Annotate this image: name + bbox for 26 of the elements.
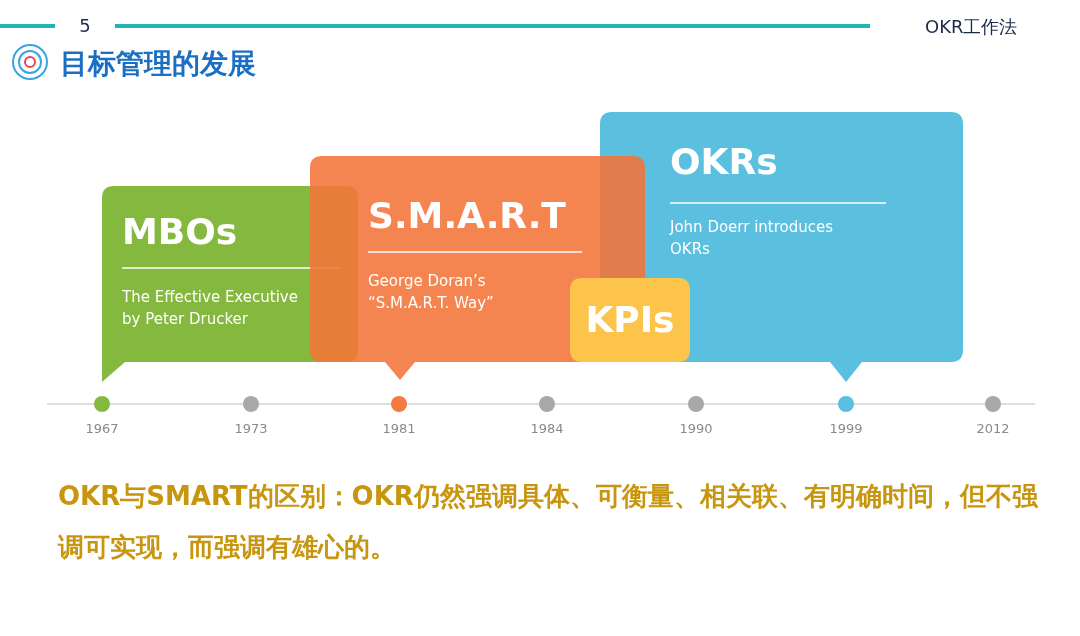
timeline-dot	[688, 396, 704, 412]
timeline-dot	[985, 396, 1001, 412]
speech-bubble	[570, 278, 690, 362]
heading: MBOs	[122, 212, 238, 252]
timeline-dot	[391, 396, 407, 412]
year-label: 1973	[233, 421, 269, 436]
description: The Effective Executive by Peter Drucker	[122, 287, 299, 330]
description: George Doran’s “S.M.A.R.T. Way”	[368, 271, 495, 314]
timeline-dot	[838, 396, 854, 412]
timeline-dot	[243, 396, 259, 412]
header-text: OKR工作法	[925, 15, 1018, 39]
heading: OKRs	[670, 142, 778, 182]
timeline-dot	[539, 396, 555, 412]
year-label: 1967	[84, 421, 120, 436]
year-label: 2012	[975, 421, 1011, 436]
note-text: OKR与SMART的区别：OKR仍然强调具体、可衡量、相关联、有明确时间，但不强调可实现，而强调有雄心的。	[58, 480, 1039, 564]
timeline-dot	[94, 396, 110, 412]
year-label: 1981	[381, 421, 417, 436]
year-label: 1999	[828, 421, 864, 436]
heading: S.M.A.R.T	[368, 196, 566, 236]
heading: KPIs	[584, 300, 676, 340]
title: 目标管理的发展	[60, 46, 256, 82]
page-number: 5	[78, 15, 92, 36]
description: John Doerr introduces OKRs	[670, 217, 835, 260]
year-label: 1984	[529, 421, 565, 436]
year-label: 1990	[678, 421, 714, 436]
